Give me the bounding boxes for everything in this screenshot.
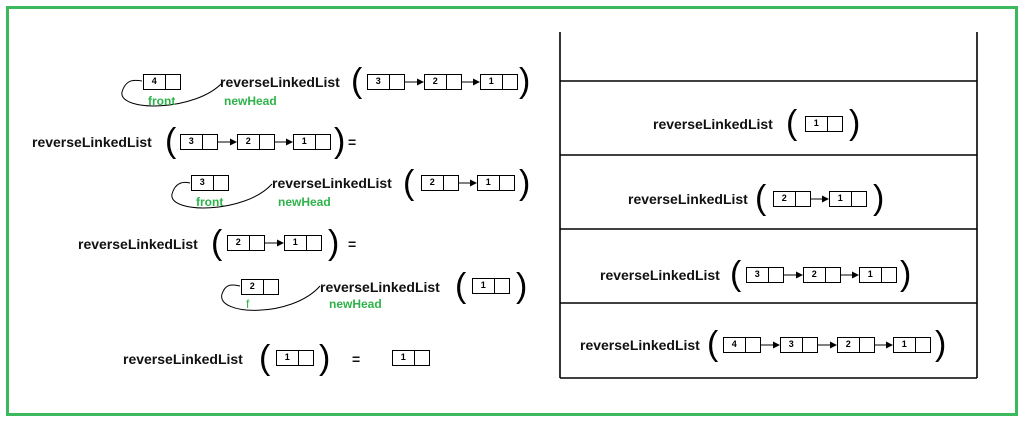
- function-call-label: reverseLinkedList: [32, 134, 152, 150]
- open-paren: (: [707, 325, 719, 363]
- list-node: 3: [746, 267, 784, 283]
- node-value: 2: [804, 268, 826, 282]
- node-value: 2: [228, 236, 250, 250]
- open-paren: (: [730, 255, 742, 293]
- node-value: 1: [860, 268, 882, 282]
- result-node: 1: [392, 350, 430, 366]
- list-node: 2: [424, 74, 462, 90]
- close-paren: ): [519, 164, 531, 202]
- open-paren: (: [259, 339, 271, 377]
- node-value: 1: [277, 351, 299, 365]
- node-value: 1: [481, 75, 503, 89]
- equals-sign: =: [348, 236, 357, 252]
- list-node: 1: [829, 191, 867, 207]
- list-node: 3: [180, 134, 218, 150]
- list-node: 2: [421, 175, 459, 191]
- node-value: 2: [838, 338, 860, 352]
- stack-frame-label: reverseLinkedList: [600, 267, 720, 283]
- new-head-label: newHead: [224, 94, 277, 108]
- curved-pointer-arrow: [121, 79, 224, 107]
- close-paren: ): [873, 179, 885, 217]
- node-value: 2: [774, 192, 796, 206]
- open-paren: (: [403, 164, 415, 202]
- list-node: 2: [241, 279, 279, 295]
- new-head-label: newHead: [329, 297, 382, 311]
- close-paren: ): [849, 104, 861, 142]
- function-call-label: reverseLinkedList: [220, 74, 340, 90]
- list-node: 3: [191, 175, 229, 191]
- list-node: 1: [805, 116, 843, 132]
- close-paren: ): [900, 255, 912, 293]
- list-node: 1: [893, 337, 931, 353]
- list-node: 2: [237, 134, 275, 150]
- list-node: 1: [284, 235, 322, 251]
- node-value: 1: [393, 351, 415, 365]
- node-value: 4: [144, 75, 166, 89]
- front-label: front: [196, 195, 224, 209]
- node-value: 4: [724, 338, 746, 352]
- stack-frame-label: reverseLinkedList: [580, 337, 700, 353]
- node-value: 3: [192, 176, 214, 190]
- open-paren: (: [786, 104, 798, 142]
- list-node: 2: [227, 235, 265, 251]
- equals-sign: =: [352, 351, 361, 367]
- node-value: 1: [478, 176, 500, 190]
- node-value: 1: [806, 117, 828, 131]
- close-paren: ): [328, 224, 340, 262]
- open-paren: (: [211, 224, 223, 262]
- node-value: 2: [242, 280, 264, 294]
- equals-sign: =: [348, 134, 357, 150]
- stack-frame-label: reverseLinkedList: [653, 116, 773, 132]
- list-node: 3: [780, 337, 818, 353]
- node-value: 3: [181, 135, 203, 149]
- function-call-label: reverseLinkedList: [123, 351, 243, 367]
- list-node: 1: [477, 175, 515, 191]
- list-node: 1: [859, 267, 897, 283]
- curved-pointer-arrow: [221, 284, 321, 311]
- list-node: 1: [480, 74, 518, 90]
- function-call-label: reverseLinkedList: [320, 279, 440, 295]
- list-node: 1: [293, 134, 331, 150]
- node-value: 2: [238, 135, 260, 149]
- node-value: 1: [285, 236, 307, 250]
- curved-pointer-arrow: [171, 181, 273, 209]
- list-node: 3: [367, 74, 405, 90]
- node-value: 3: [368, 75, 390, 89]
- close-paren: ): [334, 122, 346, 160]
- open-paren: (: [351, 62, 363, 100]
- node-value: 3: [747, 268, 769, 282]
- node-value: 1: [473, 279, 495, 293]
- f-label: f: [246, 297, 250, 311]
- open-paren: (: [455, 267, 467, 305]
- list-node: 1: [276, 350, 314, 366]
- list-node: 2: [837, 337, 875, 353]
- node-value: 1: [294, 135, 316, 149]
- node-value: 2: [422, 176, 444, 190]
- new-head-label: newHead: [278, 195, 331, 209]
- list-node: 2: [803, 267, 841, 283]
- node-value: 1: [894, 338, 916, 352]
- diagram-frame: [6, 6, 1018, 416]
- close-paren: ): [319, 339, 331, 377]
- close-paren: ): [516, 267, 528, 305]
- close-paren: ): [935, 325, 947, 363]
- function-call-label: reverseLinkedList: [78, 236, 198, 252]
- list-node: 2: [773, 191, 811, 207]
- stack-frame-label: reverseLinkedList: [628, 191, 748, 207]
- node-value: 2: [425, 75, 447, 89]
- node-value: 3: [781, 338, 803, 352]
- open-paren: (: [755, 179, 767, 217]
- list-node: 4: [723, 337, 761, 353]
- open-paren: (: [165, 122, 177, 160]
- node-value: 1: [830, 192, 852, 206]
- list-node: 1: [472, 278, 510, 294]
- function-call-label: reverseLinkedList: [272, 175, 392, 191]
- close-paren: ): [519, 62, 531, 100]
- front-label: front: [148, 94, 176, 108]
- list-node: 4: [143, 74, 181, 90]
